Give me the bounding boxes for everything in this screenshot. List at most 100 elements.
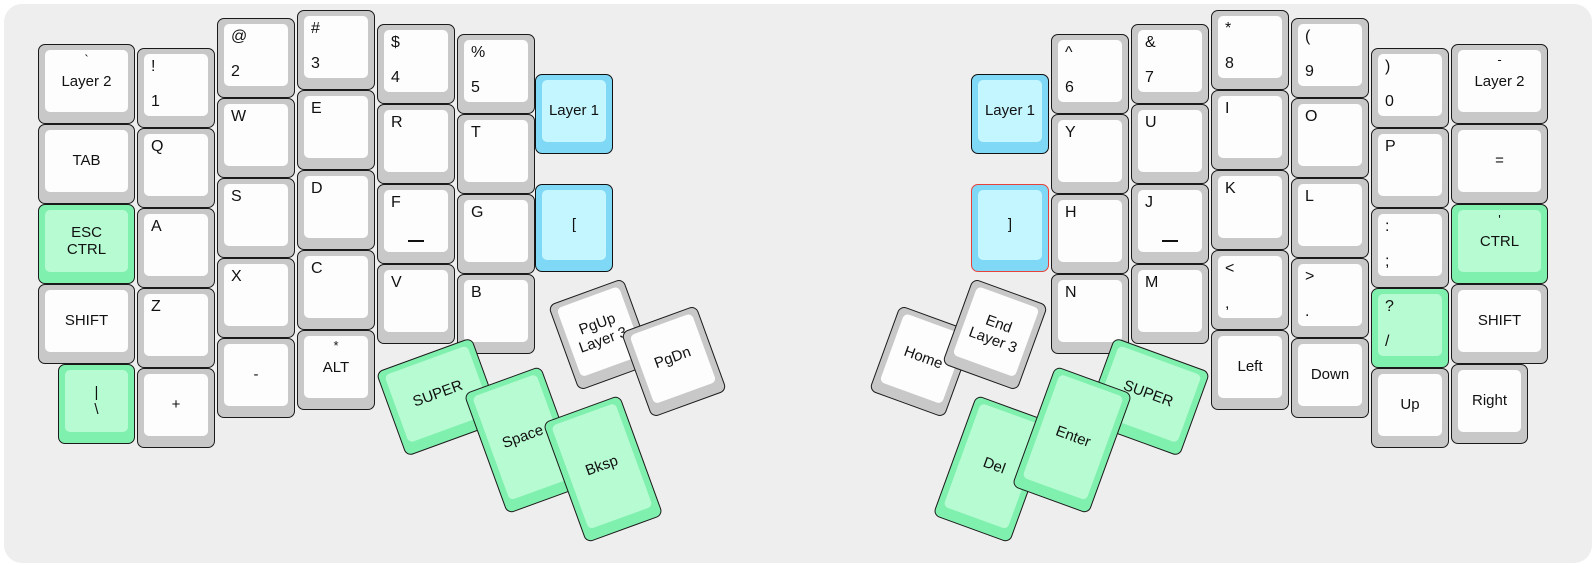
key-left-tab[interactable]: TAB xyxy=(38,124,135,204)
key-right-semicolon[interactable]: :; xyxy=(1371,208,1449,288)
key-left-r[interactable]: R xyxy=(377,104,455,184)
key-right-slash[interactable]: ?/ xyxy=(1371,288,1449,368)
key-left-pipe-backslash[interactable]: |\ xyxy=(58,364,135,444)
key-left-5[interactable]: %5 xyxy=(457,34,535,114)
key-legend-main: Del xyxy=(980,453,1008,478)
key-left-minus[interactable]: - xyxy=(217,338,295,418)
key-right-l[interactable]: L xyxy=(1291,178,1369,258)
key-right-j[interactable]: J xyxy=(1131,184,1209,264)
key-right-enter[interactable]: Enter xyxy=(1011,365,1133,515)
key-right-6[interactable]: ^6 xyxy=(1051,34,1129,114)
keycap-right-0: )0 xyxy=(1378,54,1442,116)
key-right-h[interactable]: H xyxy=(1051,194,1129,274)
key-legend-shifted: W xyxy=(231,108,247,125)
key-left-z[interactable]: Z xyxy=(137,288,215,368)
key-left-layer2[interactable]: `Layer 2 xyxy=(38,44,135,124)
keycap-right-8: *8 xyxy=(1218,16,1282,78)
keycap-right-slash: ?/ xyxy=(1378,294,1442,356)
keycap-left-q: Q xyxy=(144,134,208,196)
key-right-o[interactable]: O xyxy=(1291,98,1369,178)
key-left-v[interactable]: V xyxy=(377,264,455,344)
key-left-q[interactable]: Q xyxy=(137,128,215,208)
key-legend-shifted: A xyxy=(151,218,162,235)
keycap-left-s: S xyxy=(224,184,288,246)
key-left-w[interactable]: W xyxy=(217,98,295,178)
key-right-y[interactable]: Y xyxy=(1051,114,1129,194)
key-left-2[interactable]: @2 xyxy=(217,18,295,98)
key-legend-shifted: E xyxy=(311,100,322,117)
key-left-c[interactable]: C xyxy=(297,250,375,330)
key-legend-shifted: H xyxy=(1065,204,1077,221)
key-right-equal[interactable]: = xyxy=(1451,124,1548,204)
key-legend-shifted: C xyxy=(311,260,323,277)
key-left-x[interactable]: X xyxy=(217,258,295,338)
key-right-layer2[interactable]: -Layer 2 xyxy=(1451,44,1548,124)
key-right-9[interactable]: (9 xyxy=(1291,18,1369,98)
key-legend-top: ' xyxy=(1498,212,1501,227)
key-right-8[interactable]: *8 xyxy=(1211,10,1289,90)
key-left-plus[interactable]: + xyxy=(137,368,215,448)
key-right-p[interactable]: P xyxy=(1371,128,1449,208)
key-right-m[interactable]: M xyxy=(1131,264,1209,344)
key-right-shift[interactable]: SHIFT xyxy=(1451,284,1548,364)
key-left-g[interactable]: G xyxy=(457,194,535,274)
key-legend-shifted: P xyxy=(1385,138,1396,155)
key-right-up[interactable]: Up xyxy=(1371,368,1449,448)
key-left-f[interactable]: F xyxy=(377,184,455,264)
key-left-bracket-open[interactable]: [ xyxy=(535,184,613,272)
key-left-a[interactable]: A xyxy=(137,208,215,288)
key-legend-base: / xyxy=(1385,333,1390,350)
key-legend-shifted: F xyxy=(391,194,401,211)
key-legend-shifted: Z xyxy=(151,298,161,315)
key-legend-shifted: O xyxy=(1305,108,1318,125)
key-left-d[interactable]: D xyxy=(297,170,375,250)
keycap-right-quote-ctrl: 'CTRL xyxy=(1458,210,1541,272)
key-left-3[interactable]: #3 xyxy=(297,10,375,90)
key-right-0[interactable]: )0 xyxy=(1371,48,1449,128)
key-legend-shifted: ^ xyxy=(1065,44,1073,61)
key-left-t[interactable]: T xyxy=(457,114,535,194)
key-legend-shifted: L xyxy=(1305,188,1314,205)
keycap-right-bracket-close: ] xyxy=(978,190,1042,260)
key-right-u[interactable]: U xyxy=(1131,104,1209,184)
key-legend-base: ; xyxy=(1385,253,1390,270)
key-legend-shifted: % xyxy=(471,44,486,61)
key-left-alt[interactable]: *ALT xyxy=(297,330,375,410)
key-legend-line2: CTRL xyxy=(66,241,107,258)
key-legend-main: ALT xyxy=(322,359,350,376)
key-legend-shifted: G xyxy=(471,204,484,221)
key-left-e[interactable]: E xyxy=(297,90,375,170)
key-right-period[interactable]: >. xyxy=(1291,258,1369,338)
key-legend-base: 6 xyxy=(1065,79,1074,96)
key-left-1[interactable]: !1 xyxy=(137,48,215,128)
key-legend-shifted: M xyxy=(1145,274,1159,291)
keycap-right-m: M xyxy=(1138,270,1202,332)
key-left-s[interactable]: S xyxy=(217,178,295,258)
keycap-left-z: Z xyxy=(144,294,208,356)
keycap-right-p: P xyxy=(1378,134,1442,196)
homing-bar xyxy=(1162,240,1178,242)
key-legend-line1: | xyxy=(94,384,99,401)
key-right-k[interactable]: K xyxy=(1211,170,1289,250)
key-right-i[interactable]: I xyxy=(1211,90,1289,170)
key-right-quote-ctrl[interactable]: 'CTRL xyxy=(1451,204,1548,284)
key-left-4[interactable]: $4 xyxy=(377,24,455,104)
keycap-left-bracket-open: [ xyxy=(542,190,606,260)
key-left-layer1[interactable]: Layer 1 xyxy=(535,74,613,154)
keycap-left-pipe-backslash: |\ xyxy=(65,370,128,432)
key-right-comma[interactable]: <, xyxy=(1211,250,1289,330)
keycap-left-c: C xyxy=(304,256,368,318)
key-legend-shifted: U xyxy=(1145,114,1157,131)
keycap-right-u: U xyxy=(1138,110,1202,172)
key-right-bracket-close[interactable]: ] xyxy=(971,184,1049,272)
key-right-7[interactable]: &7 xyxy=(1131,24,1209,104)
